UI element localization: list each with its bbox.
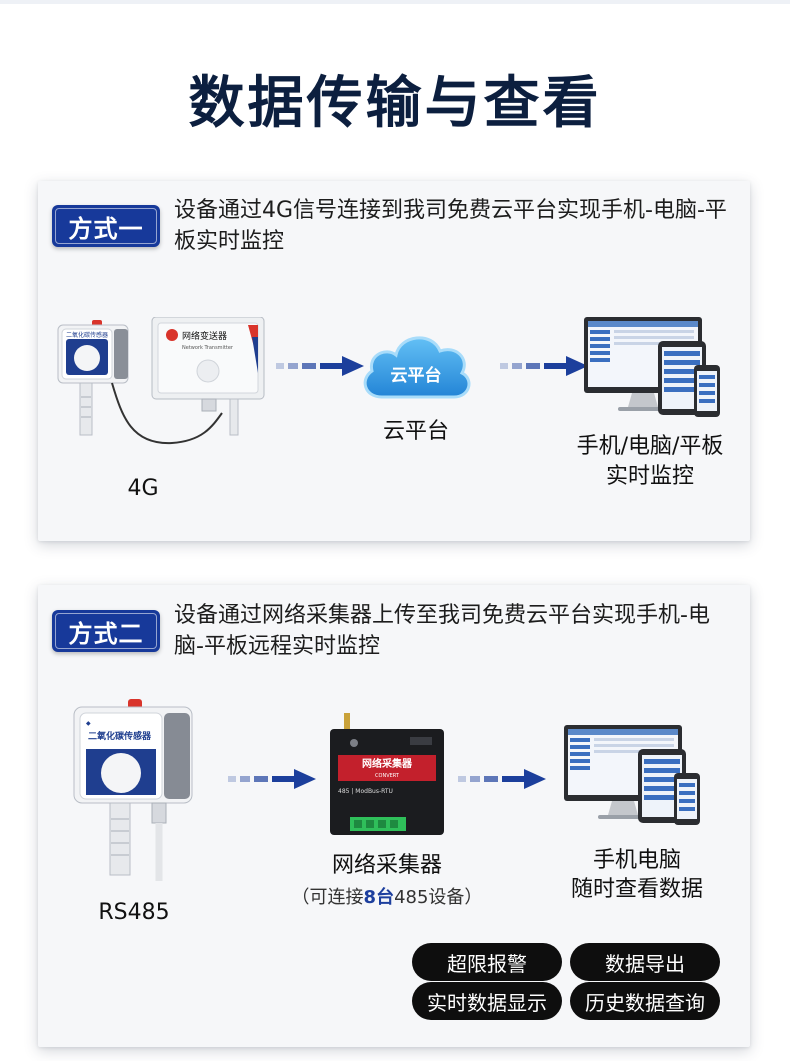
method-one-description: 设备通过4G信号连接到我司免费云平台实现手机-电脑-平板实时监控 bbox=[174, 198, 727, 254]
collector-note-prefix: （可连接 bbox=[291, 887, 364, 908]
cloud-label: 云平台 bbox=[382, 419, 449, 444]
feature-history-pill: 历史数据查询 bbox=[570, 982, 720, 1020]
arrow-right-icon bbox=[458, 769, 546, 789]
collector-sub-text: 485 | ModBus-RTU bbox=[338, 788, 393, 795]
feature-realtime-pill: 实时数据显示 bbox=[412, 982, 562, 1020]
page-title: 数据传输与查看 bbox=[188, 71, 602, 136]
monitor-devices-illustration bbox=[564, 725, 700, 825]
sensor-label-rs485: 二氧化碳传感器 bbox=[88, 730, 152, 742]
arrow-right-icon bbox=[276, 356, 364, 376]
feature-alarm-pill: 超限报警 bbox=[412, 943, 562, 981]
arrow-right-icon bbox=[500, 356, 588, 376]
rs485-sensor-illustration: ◆ 二氧化碳传感器 bbox=[73, 699, 193, 881]
sensor-label-4g: 二氧化碳传感器 bbox=[66, 331, 108, 339]
collector-label: 网络采集器 bbox=[331, 853, 442, 878]
monitor-label-line2: 实时监控 bbox=[605, 464, 694, 489]
collector-device-text: 网络采集器 bbox=[362, 757, 413, 770]
transmitter-sub-label: Network Transmitter bbox=[182, 345, 234, 351]
collector-note-suffix: 485设备） bbox=[394, 887, 483, 908]
cloud-inner-label: 云平台 bbox=[391, 365, 442, 386]
4g-label: 4G bbox=[127, 476, 159, 501]
method-one-badge: 方式一 bbox=[52, 205, 160, 247]
arrow-right-icon bbox=[228, 769, 316, 789]
method-two-description: 设备通过网络采集器上传至我司免费云平台实现手机-电脑-平板远程实时监控 bbox=[174, 603, 710, 659]
collector-note-highlight: 8台 bbox=[363, 887, 395, 908]
top-divider bbox=[0, 0, 790, 4]
rs485-label: RS485 bbox=[98, 900, 170, 925]
svg-text:◆: ◆ bbox=[86, 720, 91, 727]
method-two-badge: 方式二 bbox=[52, 610, 160, 652]
network-collector-illustration: 网络采集器 CONVERT 485 | ModBus-RTU bbox=[330, 713, 444, 835]
collector-convert-text: CONVERT bbox=[375, 773, 400, 779]
monitor-devices-illustration bbox=[584, 317, 720, 417]
monitor2-label-line2: 随时查看数据 bbox=[570, 877, 703, 902]
4g-device-illustration: 二氧化碳传感器 网络变送器 Network Transmitter bbox=[57, 317, 265, 445]
monitor-label-line1: 手机/电脑/平板 bbox=[576, 434, 724, 459]
method-two-card: 方式二 设备通过网络采集器上传至我司免费云平台实现手机-电脑-平板远程实时监控 … bbox=[38, 585, 750, 1047]
monitor2-label-line1: 手机电脑 bbox=[592, 848, 681, 873]
transmitter-label: 网络变送器 bbox=[182, 330, 227, 342]
collector-note: （可连接8台485设备） bbox=[264, 883, 510, 909]
feature-export-pill: 数据导出 bbox=[570, 943, 720, 981]
cloud-icon: 云平台 bbox=[363, 336, 471, 399]
method-one-card: 方式一 设备通过4G信号连接到我司免费云平台实现手机-电脑-平板实时监控 二氧化… bbox=[38, 181, 750, 541]
